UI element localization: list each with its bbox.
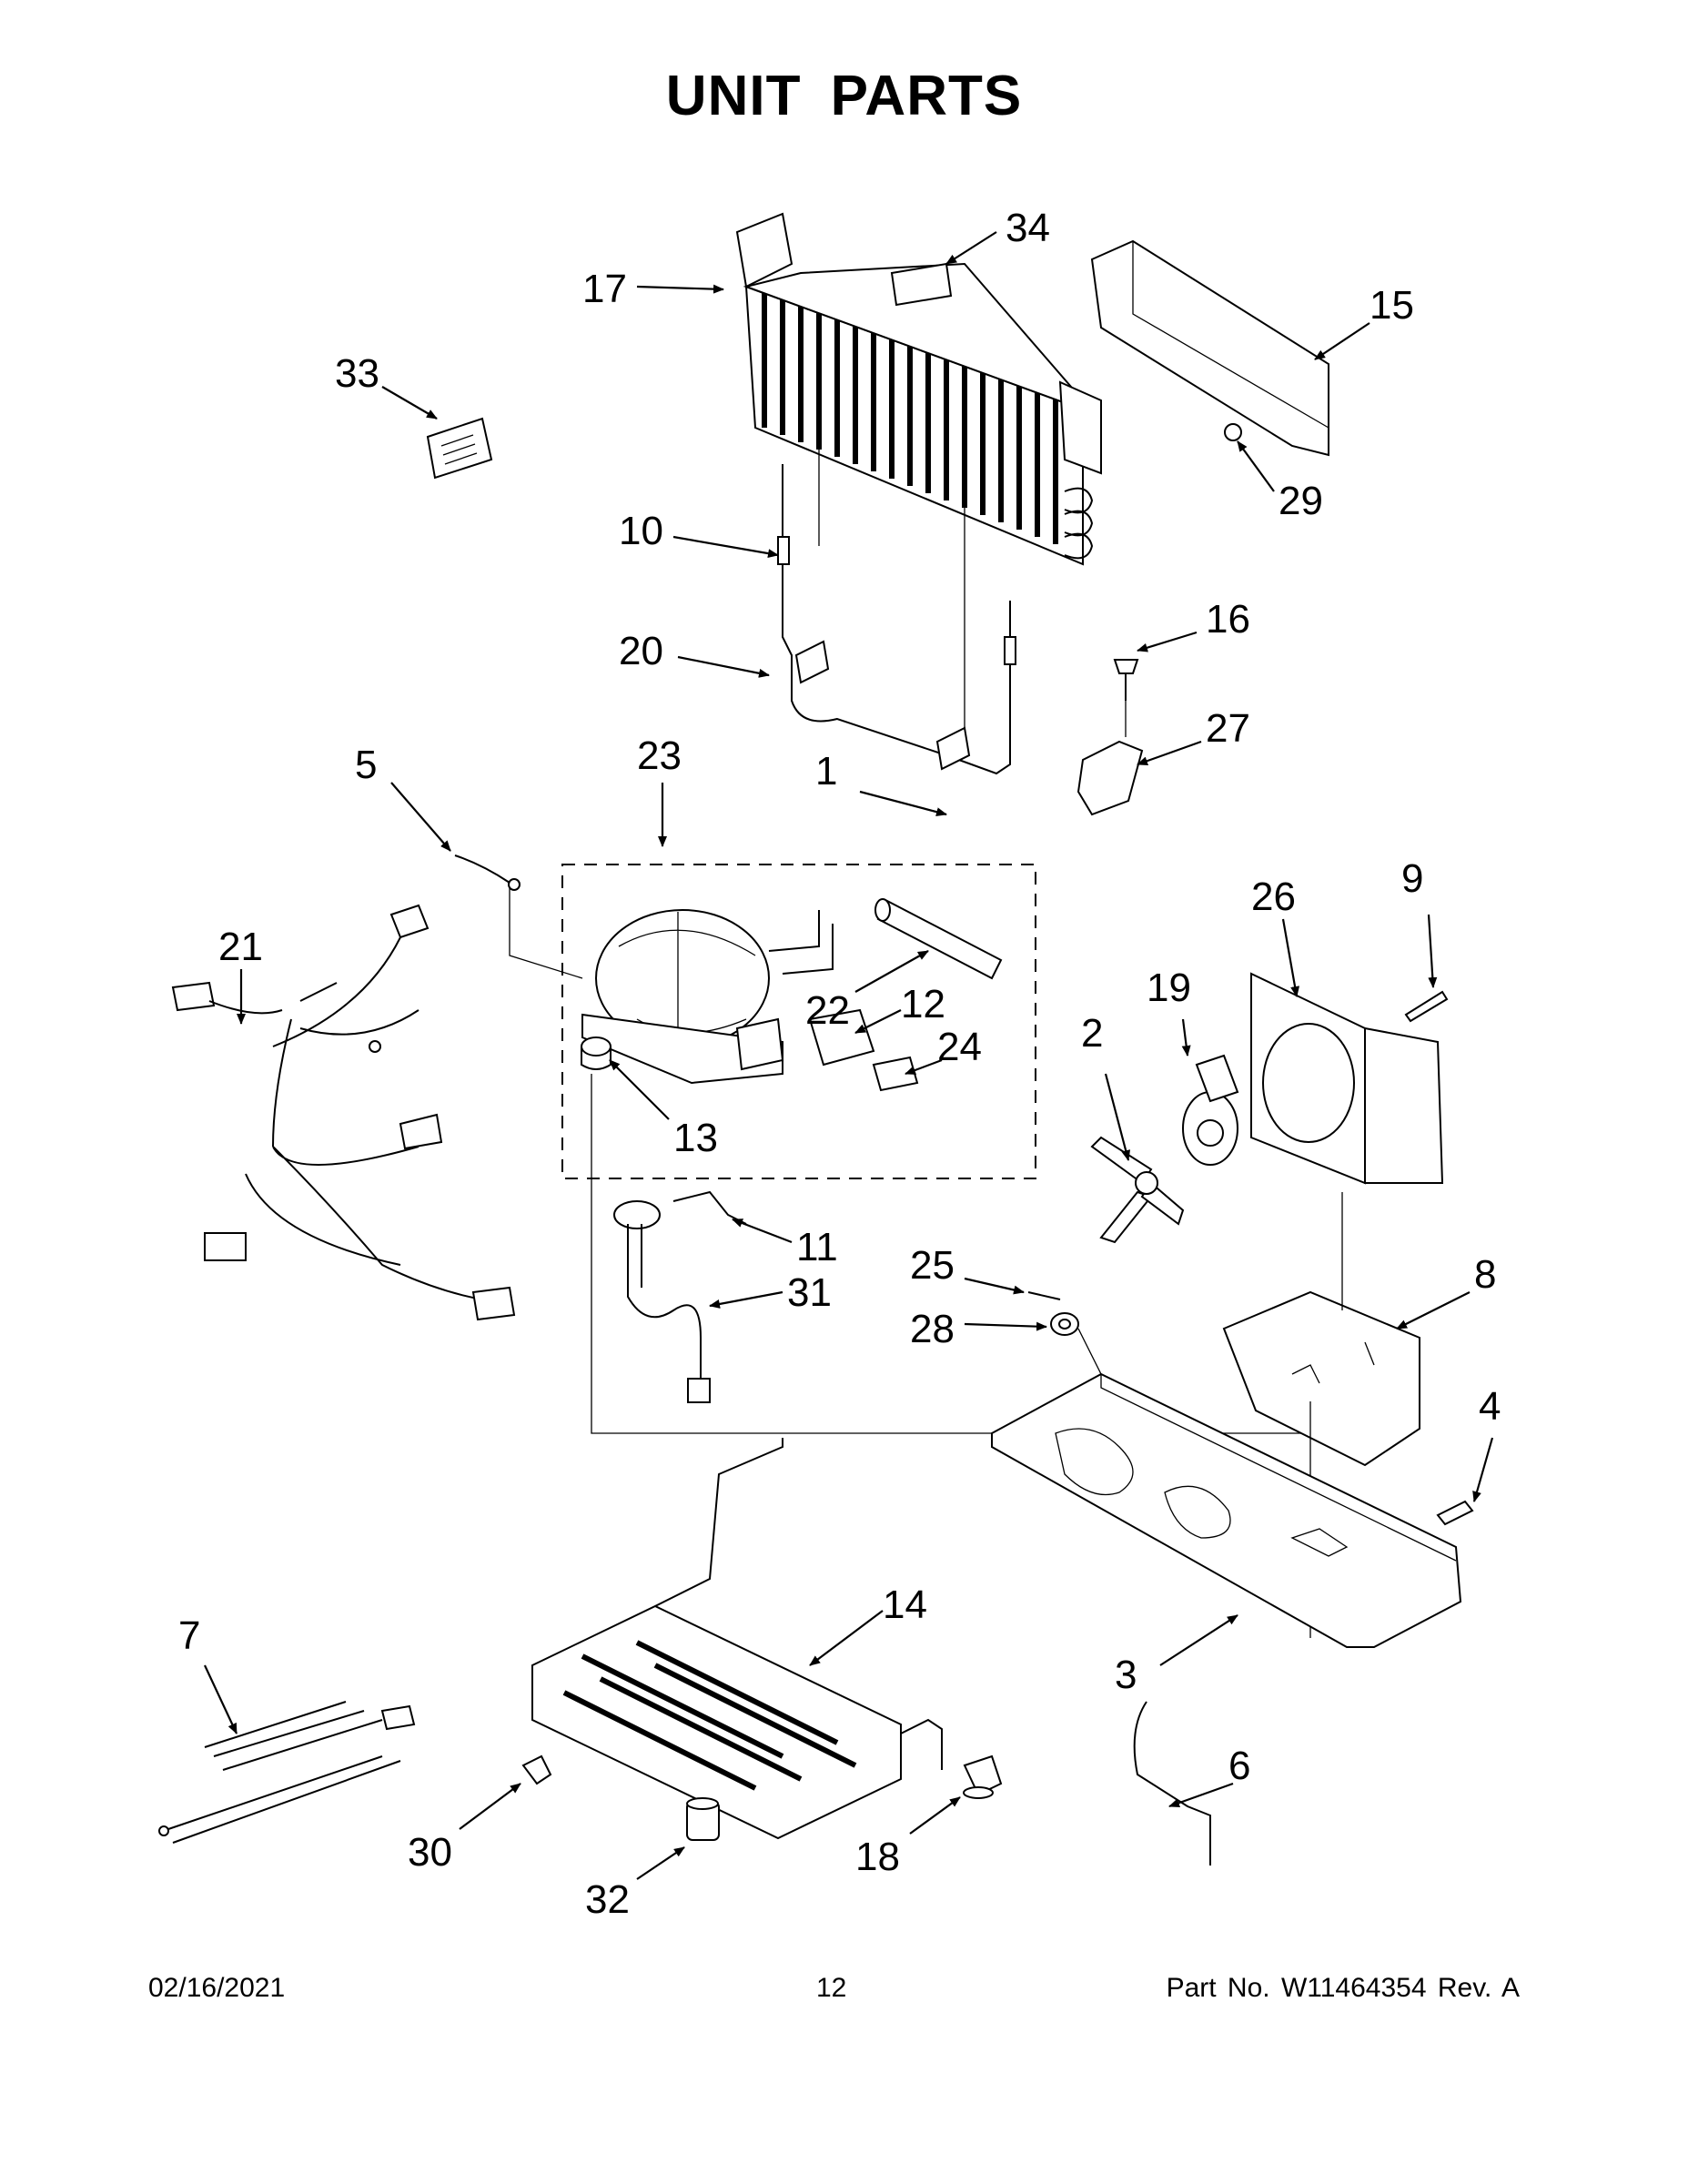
- callout-leaders: [204, 231, 1494, 1880]
- defrost-heater-part: [777, 464, 1016, 775]
- clip-part: [521, 1754, 552, 1785]
- callout-17: 17: [582, 267, 627, 311]
- footer-date: 02/16/2021: [148, 1973, 286, 2003]
- shroud-screw-part: [1404, 990, 1449, 1023]
- condenser-coil-part: [531, 1438, 943, 1840]
- callout-20: 20: [619, 629, 663, 673]
- compressor-base-plate-part: [991, 1372, 1462, 1648]
- screw-bracket-part: [1076, 659, 1144, 816]
- callout-18: 18: [855, 1835, 900, 1879]
- callout-19: 19: [1147, 966, 1191, 1010]
- callout-22: 22: [805, 988, 850, 1033]
- grommet-part: [581, 1036, 1301, 1434]
- fan-shroud-part: [1250, 972, 1444, 1185]
- callout-28: 28: [910, 1307, 955, 1351]
- evaporator-cover-part: [1090, 239, 1329, 457]
- callout-3: 3: [1115, 1653, 1137, 1697]
- pin-part: [1027, 1291, 1061, 1300]
- capacitor-part: [686, 1797, 720, 1841]
- callout-29: 29: [1279, 479, 1323, 523]
- callout-16: 16: [1206, 597, 1250, 642]
- base-screw-part: [1436, 1500, 1474, 1526]
- callout-12: 12: [901, 982, 945, 1026]
- overload-part: [872, 1056, 919, 1092]
- callout-4: 4: [1479, 1384, 1501, 1429]
- condenser-fan-blade-part: [1090, 1136, 1185, 1244]
- page-title: UNIT PARTS: [665, 65, 1023, 127]
- ground-wire-part: [454, 854, 583, 979]
- callout-labels: 1 2 3 4 5 6 7 8 9 10 11 12 13 14 15 16 1…: [178, 206, 1501, 1922]
- callout-30: 30: [408, 1830, 452, 1875]
- callout-13: 13: [673, 1116, 718, 1160]
- grommet-small-part: [1050, 1312, 1102, 1375]
- wire-harness-part: [171, 904, 516, 1321]
- process-tube-part: [613, 1200, 711, 1403]
- callout-34: 34: [1006, 206, 1050, 250]
- callout-5: 5: [355, 743, 377, 787]
- control-board-part: [426, 417, 493, 480]
- callout-10: 10: [619, 509, 663, 553]
- callout-27: 27: [1206, 706, 1250, 751]
- callout-9: 9: [1401, 856, 1423, 901]
- footer-part-number: Part No. W11464354 Rev. A: [1166, 1973, 1520, 2003]
- callout-1: 1: [815, 749, 837, 794]
- callout-25: 25: [910, 1243, 955, 1288]
- callout-2: 2: [1081, 1011, 1103, 1056]
- callout-26: 26: [1251, 875, 1296, 919]
- fitting-part: [963, 1754, 1003, 1799]
- callout-15: 15: [1370, 283, 1414, 328]
- wire-kit-part: [158, 1701, 416, 1844]
- callout-11: 11: [796, 1225, 838, 1269]
- evaporator-coil-part: [735, 212, 1102, 755]
- callout-14: 14: [883, 1582, 927, 1627]
- callout-8: 8: [1474, 1252, 1496, 1297]
- callout-23: 23: [637, 733, 682, 778]
- tube-clamp-part: [1133, 1701, 1211, 1866]
- callout-32: 32: [585, 1877, 630, 1922]
- callout-31: 31: [787, 1270, 832, 1315]
- condenser-fan-motor-part: [1182, 1054, 1239, 1166]
- callout-33: 33: [335, 351, 379, 396]
- callout-24: 24: [937, 1025, 982, 1069]
- filter-drier-part: [874, 898, 1003, 980]
- callout-7: 7: [178, 1613, 200, 1658]
- callout-6: 6: [1228, 1744, 1250, 1788]
- footer-page-number: 12: [816, 1973, 847, 2003]
- callout-21: 21: [218, 925, 263, 969]
- start-relay-part: [808, 1008, 875, 1067]
- compressor-assembly-part: [561, 864, 1036, 1179]
- clip-wire-part: [672, 1190, 747, 1225]
